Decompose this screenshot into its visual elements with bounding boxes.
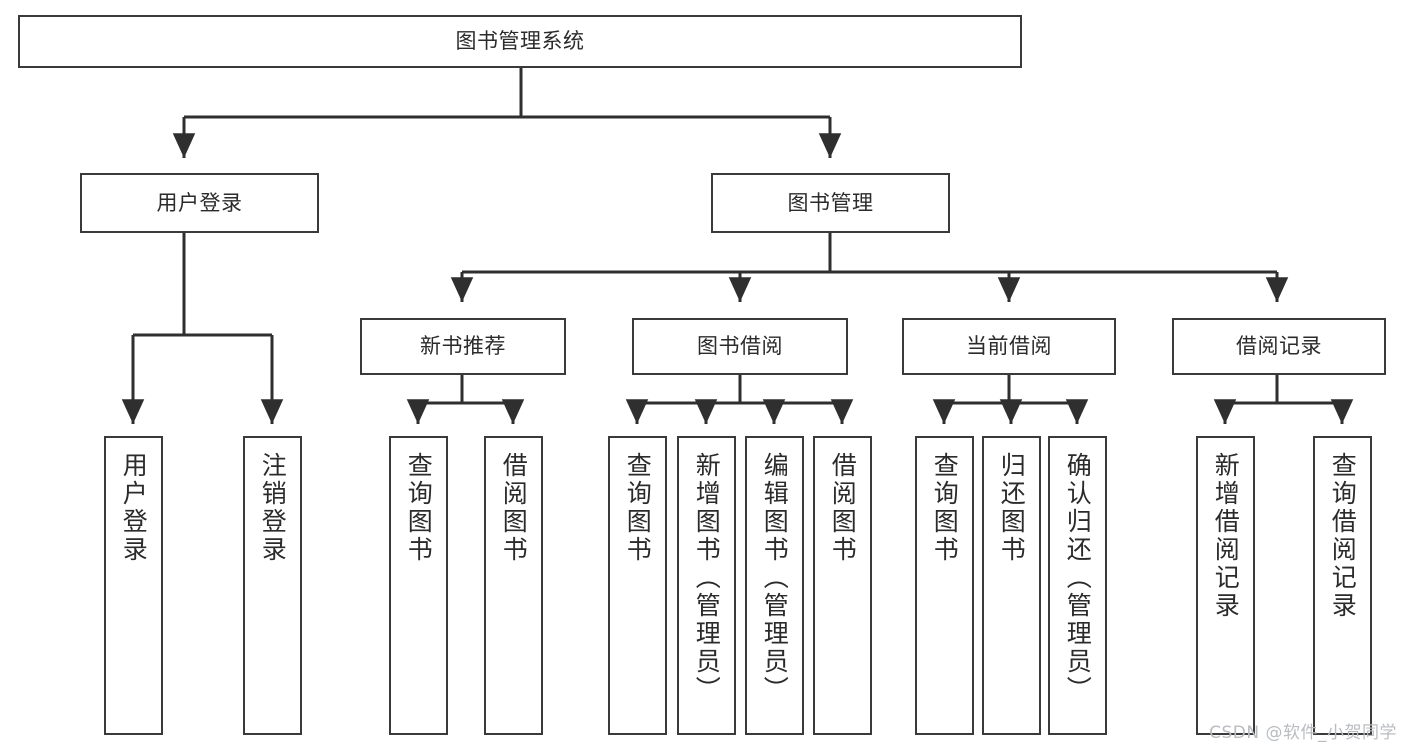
node-label: 查询图书 (623, 452, 653, 564)
node-label: 借阅图书 (499, 452, 529, 564)
leaf-current-borrow-query[interactable]: 查询图书 (915, 436, 974, 735)
node-label: 借阅图书 (828, 452, 858, 564)
node-label: 注销登录 (258, 452, 288, 564)
node-label: 借阅记录 (1236, 334, 1322, 359)
node-label: 当前借阅 (966, 334, 1052, 359)
node-book-management[interactable]: 图书管理 (711, 173, 950, 233)
node-label: 确认归还（管理员） (1063, 452, 1093, 704)
leaf-new-book-borrow[interactable]: 借阅图书 (484, 436, 543, 735)
leaf-current-borrow-confirm-return[interactable]: 确认归还（管理员） (1048, 436, 1107, 735)
node-book-borrow[interactable]: 图书借阅 (632, 318, 848, 375)
node-label: 编辑图书（管理员） (760, 452, 790, 704)
leaf-borrow-record-query[interactable]: 查询借阅记录 (1313, 436, 1372, 735)
leaf-borrow-record-add[interactable]: 新增借阅记录 (1196, 436, 1255, 735)
node-label: 查询图书 (404, 452, 434, 564)
leaf-book-borrow-borrow[interactable]: 借阅图书 (813, 436, 872, 735)
node-user-login[interactable]: 用户登录 (80, 173, 319, 233)
leaf-book-borrow-query[interactable]: 查询图书 (608, 436, 667, 735)
node-label: 用户登录 (119, 452, 149, 564)
node-label: 查询借阅记录 (1328, 452, 1358, 620)
node-label: 图书管理 (787, 190, 874, 215)
node-label: 新增借阅记录 (1211, 452, 1241, 620)
node-label: 查询图书 (930, 452, 960, 564)
leaf-book-borrow-edit[interactable]: 编辑图书（管理员） (745, 436, 804, 735)
leaf-user-login-logout[interactable]: 注销登录 (243, 436, 302, 735)
leaf-book-borrow-add[interactable]: 新增图书（管理员） (677, 436, 736, 735)
leaf-current-borrow-return[interactable]: 归还图书 (982, 436, 1041, 735)
node-label: 新书推荐 (420, 334, 506, 359)
node-label: 归还图书 (997, 452, 1027, 564)
leaf-user-login-login[interactable]: 用户登录 (104, 436, 163, 735)
node-book-management-system[interactable]: 图书管理系统 (18, 15, 1022, 68)
leaf-new-book-query[interactable]: 查询图书 (389, 436, 448, 735)
node-label: 用户登录 (156, 190, 243, 215)
node-label: 图书管理系统 (455, 29, 585, 54)
node-label: 新增图书（管理员） (692, 452, 722, 704)
node-borrow-record[interactable]: 借阅记录 (1172, 318, 1386, 375)
node-new-book-recommend[interactable]: 新书推荐 (360, 318, 566, 375)
node-current-borrow[interactable]: 当前借阅 (902, 318, 1116, 375)
node-label: 图书借阅 (697, 334, 783, 359)
